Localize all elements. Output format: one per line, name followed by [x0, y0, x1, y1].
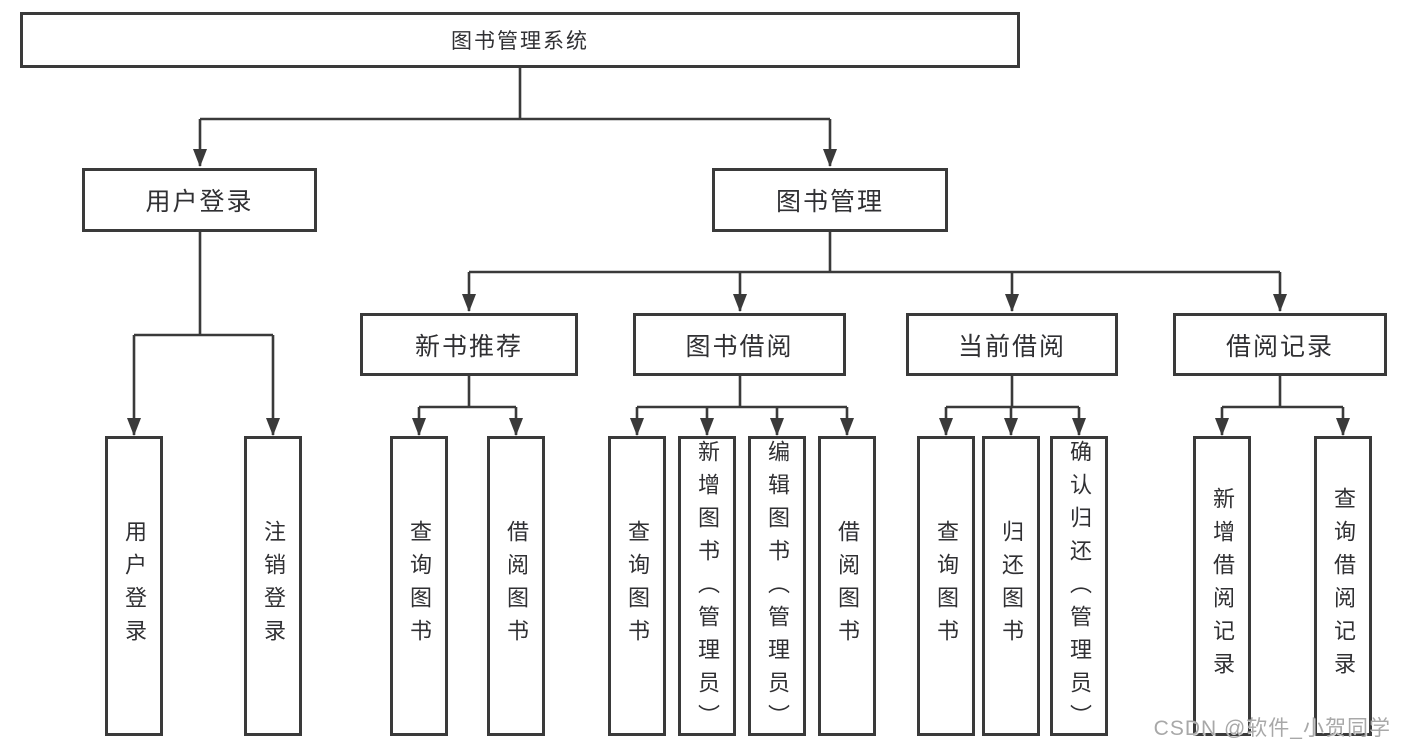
node-book-mgmt-label: 图书管理: [775, 188, 884, 216]
node-library-system: 图书管理系统: [20, 12, 1020, 68]
leaf-logout: 注销登录: [244, 436, 302, 736]
node-book-mgmt: 图书管理: [712, 168, 948, 232]
leaf-borrow-books-2: 借阅图书: [818, 436, 876, 736]
leaf-query-books-2-label: 查询图书: [625, 520, 650, 652]
leaf-query-borrow-record: 查询借阅记录: [1314, 436, 1372, 736]
leaf-query-borrow-record-label: 查询借阅记录: [1331, 487, 1356, 685]
leaf-query-books-3-label: 查询图书: [934, 520, 959, 652]
leaf-user-login: 用户登录: [105, 436, 163, 736]
leaf-confirm-return-admin: 确认归还（管理员）: [1050, 436, 1108, 737]
leaf-borrow-books-1-label: 借阅图书: [504, 520, 529, 652]
node-new-book-rec: 新书推荐: [360, 313, 578, 376]
leaf-query-books-2: 查询图书: [608, 436, 666, 736]
node-current-borrow-label: 当前借阅: [957, 332, 1066, 361]
leaf-query-books-3: 查询图书: [917, 436, 975, 736]
leaf-borrow-books-2-label: 借阅图书: [835, 520, 860, 652]
connector-rails: [134, 68, 1343, 409]
leaf-query-books-1-label: 查询图书: [407, 520, 432, 652]
node-borrow-record-label: 借阅记录: [1225, 332, 1334, 361]
node-user-login-label: 用户登录: [145, 188, 254, 216]
node-book-borrow: 图书借阅: [633, 313, 846, 376]
leaf-query-books-1: 查询图书: [390, 436, 448, 736]
leaf-add-books-admin-label: 新增图书（管理员）: [695, 440, 720, 737]
leaf-add-books-admin: 新增图书（管理员）: [678, 436, 736, 737]
leaf-edit-books-admin-label: 编辑图书（管理员）: [765, 440, 790, 737]
node-library-system-label: 图书管理系统: [451, 30, 589, 53]
leaf-edit-books-admin: 编辑图书（管理员）: [748, 436, 806, 737]
leaf-logout-label: 注销登录: [261, 520, 286, 652]
leaf-return-books-label: 归还图书: [999, 520, 1024, 652]
node-book-borrow-label: 图书借阅: [685, 332, 794, 361]
leaf-add-borrow-record: 新增借阅记录: [1193, 436, 1251, 736]
node-borrow-record: 借阅记录: [1173, 313, 1387, 376]
node-current-borrow: 当前借阅: [906, 313, 1118, 376]
node-new-book-rec-label: 新书推荐: [414, 332, 523, 361]
leaf-confirm-return-admin-label: 确认归还（管理员）: [1067, 440, 1092, 737]
leaf-add-borrow-record-label: 新增借阅记录: [1210, 487, 1235, 685]
leaf-borrow-books-1: 借阅图书: [487, 436, 545, 736]
node-user-login: 用户登录: [82, 168, 317, 232]
leaf-return-books: 归还图书: [982, 436, 1040, 736]
leaf-user-login-label: 用户登录: [122, 520, 147, 652]
